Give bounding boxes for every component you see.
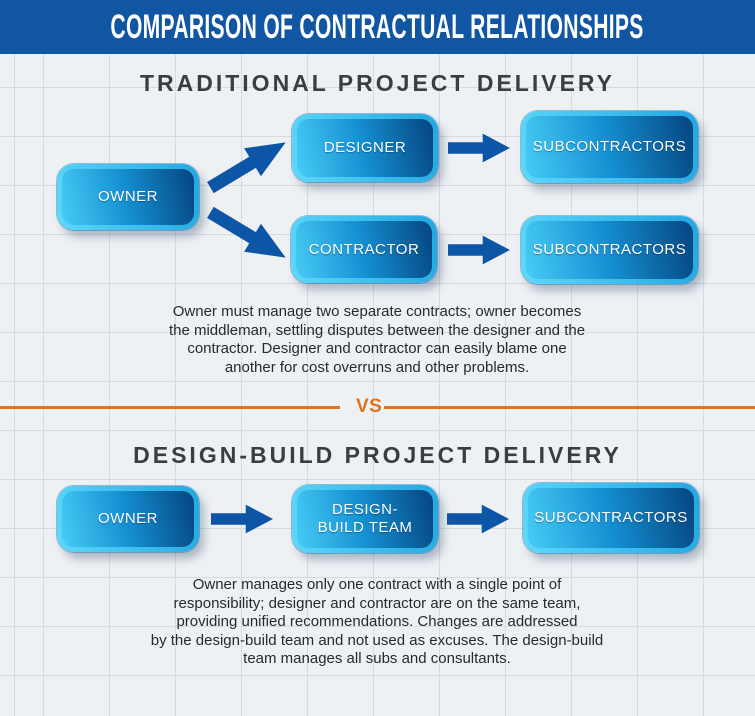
design-build-team-node-label: DESIGN-BUILD TEAM [317,501,413,536]
designer-node: DESIGNER [292,114,438,182]
vs-label: VS [356,395,383,417]
subcontractors-node-top-face: SUBCONTRACTORS [526,116,693,178]
design-build-description: Owner manages only one contract with a s… [150,576,604,667]
design-build-team-node: DESIGN-BUILD TEAM [292,485,438,553]
subcontractors-node-design-build: SUBCONTRACTORS [523,483,699,553]
subcontractors-node-bottom-face: SUBCONTRACTORS [526,221,693,279]
owner-node-design-build: OWNER [57,486,199,552]
arrow-right-icon-owner-to-team [211,504,273,534]
subcontractors-node-design-build-label: SUBCONTRACTORS [534,509,688,526]
subcontractors-node-bottom: SUBCONTRACTORS [521,216,698,284]
arrow-right-icon-team-to-subs [447,504,509,534]
divider-line-right [384,405,755,409]
contractor-node-face: CONTRACTOR [296,221,432,278]
owner-node-traditional: OWNER [57,164,199,230]
design-build-team-node-face: DESIGN-BUILD TEAM [297,490,433,548]
contractor-node-label: CONTRACTOR [308,240,420,258]
traditional-section-heading: TRADITIONAL PROJECT DELIVERY [139,70,616,96]
design-build-section-heading: DESIGN-BUILD PROJECT DELIVERY [133,442,622,468]
vs-divider: VS [0,395,755,419]
owner-node-face: OWNER [62,169,194,225]
traditional-description: Owner must manage two separate contracts… [168,303,586,376]
subcontractors-node-design-build-face: SUBCONTRACTORS [528,488,694,548]
subcontractors-node-bottom-label: SUBCONTRACTORS [532,241,687,258]
arrow-up-right-icon [202,128,295,202]
owner-node-design-build-label: OWNER [98,510,158,527]
owner-node-label: OWNER [98,188,158,205]
contractor-node: CONTRACTOR [291,216,437,283]
arrow-right-icon-designer-to-subs [448,133,510,163]
page-title: COMPARISON OF CONTRACTUAL RELATIONSHIPS [110,7,645,46]
subcontractors-node-top: SUBCONTRACTORS [521,111,698,183]
designer-node-label: DESIGNER [323,139,407,156]
owner-node-design-build-face: OWNER [62,491,194,547]
designer-node-face: DESIGNER [297,119,433,177]
arrow-down-right-icon [202,198,295,272]
arrow-right-icon-contractor-to-subs [448,235,510,265]
subcontractors-node-top-label: SUBCONTRACTORS [532,138,687,155]
divider-line-left [0,405,340,409]
header-banner: COMPARISON OF CONTRACTUAL RELATIONSHIPS [0,0,755,54]
